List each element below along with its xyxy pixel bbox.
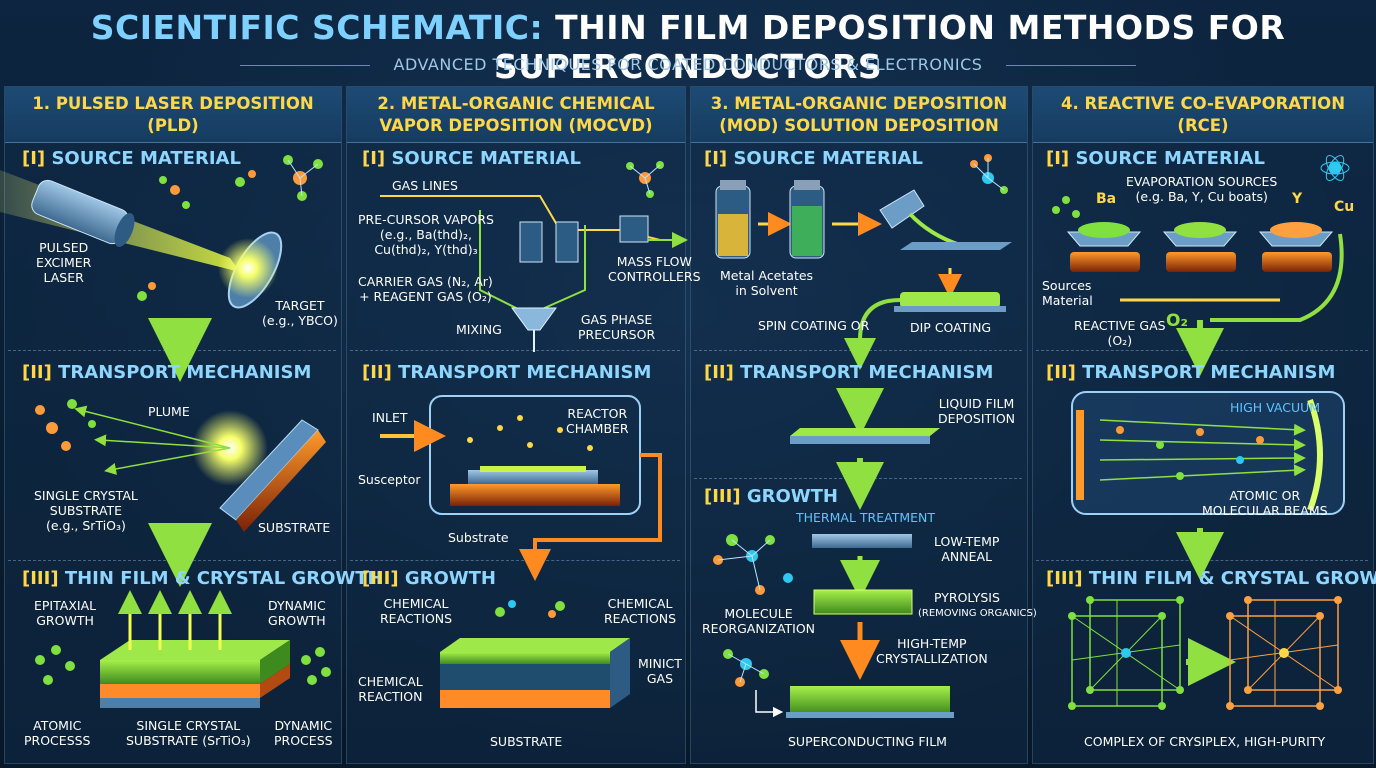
label-reactive: REACTIVE GAS (O₂) [1074,318,1166,348]
header: SCIENTIFIC SCHEMATIC: THIN FILM DEPOSITI… [0,0,1376,86]
title-rest: THIN FILM DEPOSITION METHODS FOR SUPERCO… [493,8,1286,86]
label-substrate: SUBSTRATE [490,734,563,749]
mocvd-gas-lines [380,195,688,352]
label-chem-right: CHEMICAL REACTIONS [604,596,677,626]
label-beams: ATOMIC OR MOLECULAR BEAMS [1202,488,1328,518]
label-high-temp: HIGH-TEMP CRYSTALLIZATION [876,636,988,666]
label-removing: (REMOVING ORGANICS) [918,608,1037,619]
label-plume: PLUME [148,404,190,419]
rce-vacuum-chamber [1071,391,1345,515]
column-title: 4. REACTIVE CO-EVAPORATION (RCE) [1033,87,1373,143]
label-epitaxial: EPITAXIAL GROWTH [34,598,97,628]
label-dynamic-process: DYNAMIC PROCESS [274,718,333,748]
rce-evaporation-boats [1052,155,1350,376]
pld-substrate-tilted [219,419,326,532]
label-molecule: MOLECULE REORGANIZATION [702,606,816,636]
pld-molecules [137,155,323,301]
mod-molecules [970,154,1008,194]
label-carrier: CARRIER GAS (N₂, Ar) + REAGENT GAS (O₂) [358,274,493,304]
label-ba: Ba [1096,191,1117,207]
label-pyrolysis: PYROLYSIS [934,590,1000,605]
column-title: 1. PULSED LASER DEPOSITION (PLD) [5,87,341,143]
column-title: 2. METAL-ORGANIC CHEMICAL VAPOR DEPOSITI… [347,87,685,143]
label-film: SUPERCONDUCTING FILM [788,734,947,749]
section-heading: [II] TRANSPORT MECHANISM [1046,362,1336,383]
label-vacuum: HIGH VACUUM [1230,400,1321,415]
title-accent: SCIENTIFIC SCHEMATIC: [90,8,544,47]
label-substrate-crystal: SINGLE CRYSTAL SUBSTRATE (e.g., SrTiO₃) [34,488,138,533]
label-target: TARGET (e.g., YBCO) [262,298,338,328]
label-dip: DIP COATING [910,320,992,335]
section-heading: [III] THIN FILM & CRYSTAL GROWTH [22,568,383,589]
label-susceptor: Susceptor [358,472,421,487]
section-heading: [III] THIN FILM & CRYSTAL GROWTH [1046,568,1376,589]
label-inlet: INLET [372,410,408,425]
subtitle-rule-right [1006,65,1136,66]
label-dynamic-growth: DYNAMIC GROWTH [268,598,326,628]
label-thermal: THERMAL TREATMENT [796,510,935,525]
pld-film-block [35,590,331,708]
pld-plume [35,399,268,486]
label-spin: SPIN COATING OR [758,318,870,333]
label-o2: O₂ [1166,311,1188,331]
mod-growth [713,534,954,718]
label-laser: PULSED EXCIMER LASER [36,240,92,285]
label-sources: Sources Material [1042,278,1093,308]
label-gas-lines: GAS LINES [392,178,458,193]
page-subtitle: ADVANCED TECHNIQUES FOR COATED CONDUCTOR… [393,55,983,74]
mocvd-reactor [380,395,662,581]
label-substrate-small: Substrate [448,530,509,545]
section-heading: [III] GROWTH [362,568,496,589]
label-atomic: ATOMIC PROCESSS [24,718,91,748]
mod-liquid-film [790,428,940,444]
column-title: 3. METAL-ORGANIC DEPOSITION (MOD) SOLUTI… [691,87,1027,143]
label-reactor: REACTOR CHAMBER [566,406,629,436]
label-complex: COMPLEX OF CRYSIPLEX, HIGH-PURITY [1084,734,1326,749]
section-heading: [I] SOURCE MATERIAL [22,148,241,169]
mod-vials [715,180,1012,370]
divider [350,560,680,561]
label-gas-phase: GAS PHASE PRECURSOR [578,312,656,342]
page-title: SCIENTIFIC SCHEMATIC: THIN FILM DEPOSITI… [0,8,1376,86]
label-precursor: PRE-CURSOR VAPORS (e.g., Ba(thd)₂, Cu(th… [358,212,494,257]
pld-target [218,231,283,309]
divider [350,350,680,351]
section-heading: [I] SOURCE MATERIAL [704,148,923,169]
section-heading: [II] TRANSPORT MECHANISM [362,362,652,383]
label-cu: Cu [1334,199,1355,215]
subtitle-rule-left [240,65,370,66]
label-liquid: LIQUID FILM DEPOSITION [938,396,1016,426]
label-mixing: MIXING [456,322,502,337]
label-low-temp: LOW-TEMP ANNEAL [934,534,1000,564]
mocvd-growth-block [440,600,630,708]
label-acetates: Metal Acetates in Solvent [720,268,814,298]
label-chem-left: CHEMICAL REACTIONS [380,596,453,626]
label-substrate: SUBSTRATE [258,520,331,535]
section-heading: [III] GROWTH [704,486,838,507]
section-heading: [I] SOURCE MATERIAL [362,148,581,169]
section-heading: [II] TRANSPORT MECHANISM [704,362,994,383]
section-heading: [I] SOURCE MATERIAL [1046,148,1265,169]
section-heading: [II] TRANSPORT MECHANISM [22,362,312,383]
label-chem-reaction: CHEMICAL REACTION [358,674,423,704]
pld-laser [0,170,240,272]
label-evap: EVAPORATION SOURCES (e.g. Ba, Y, Cu boat… [1126,174,1278,204]
rce-crystal-lattices [1068,596,1342,710]
label-y: Y [1292,191,1303,207]
mocvd-molecules [626,161,664,198]
label-gas-right: MINICT GAS [638,656,682,686]
label-mfc: MASS FLOW CONTROLLERS [608,254,701,284]
label-single-crystal: SINGLE CRYSTAL SUBSTRATE (SrTiO₃) [126,718,251,748]
